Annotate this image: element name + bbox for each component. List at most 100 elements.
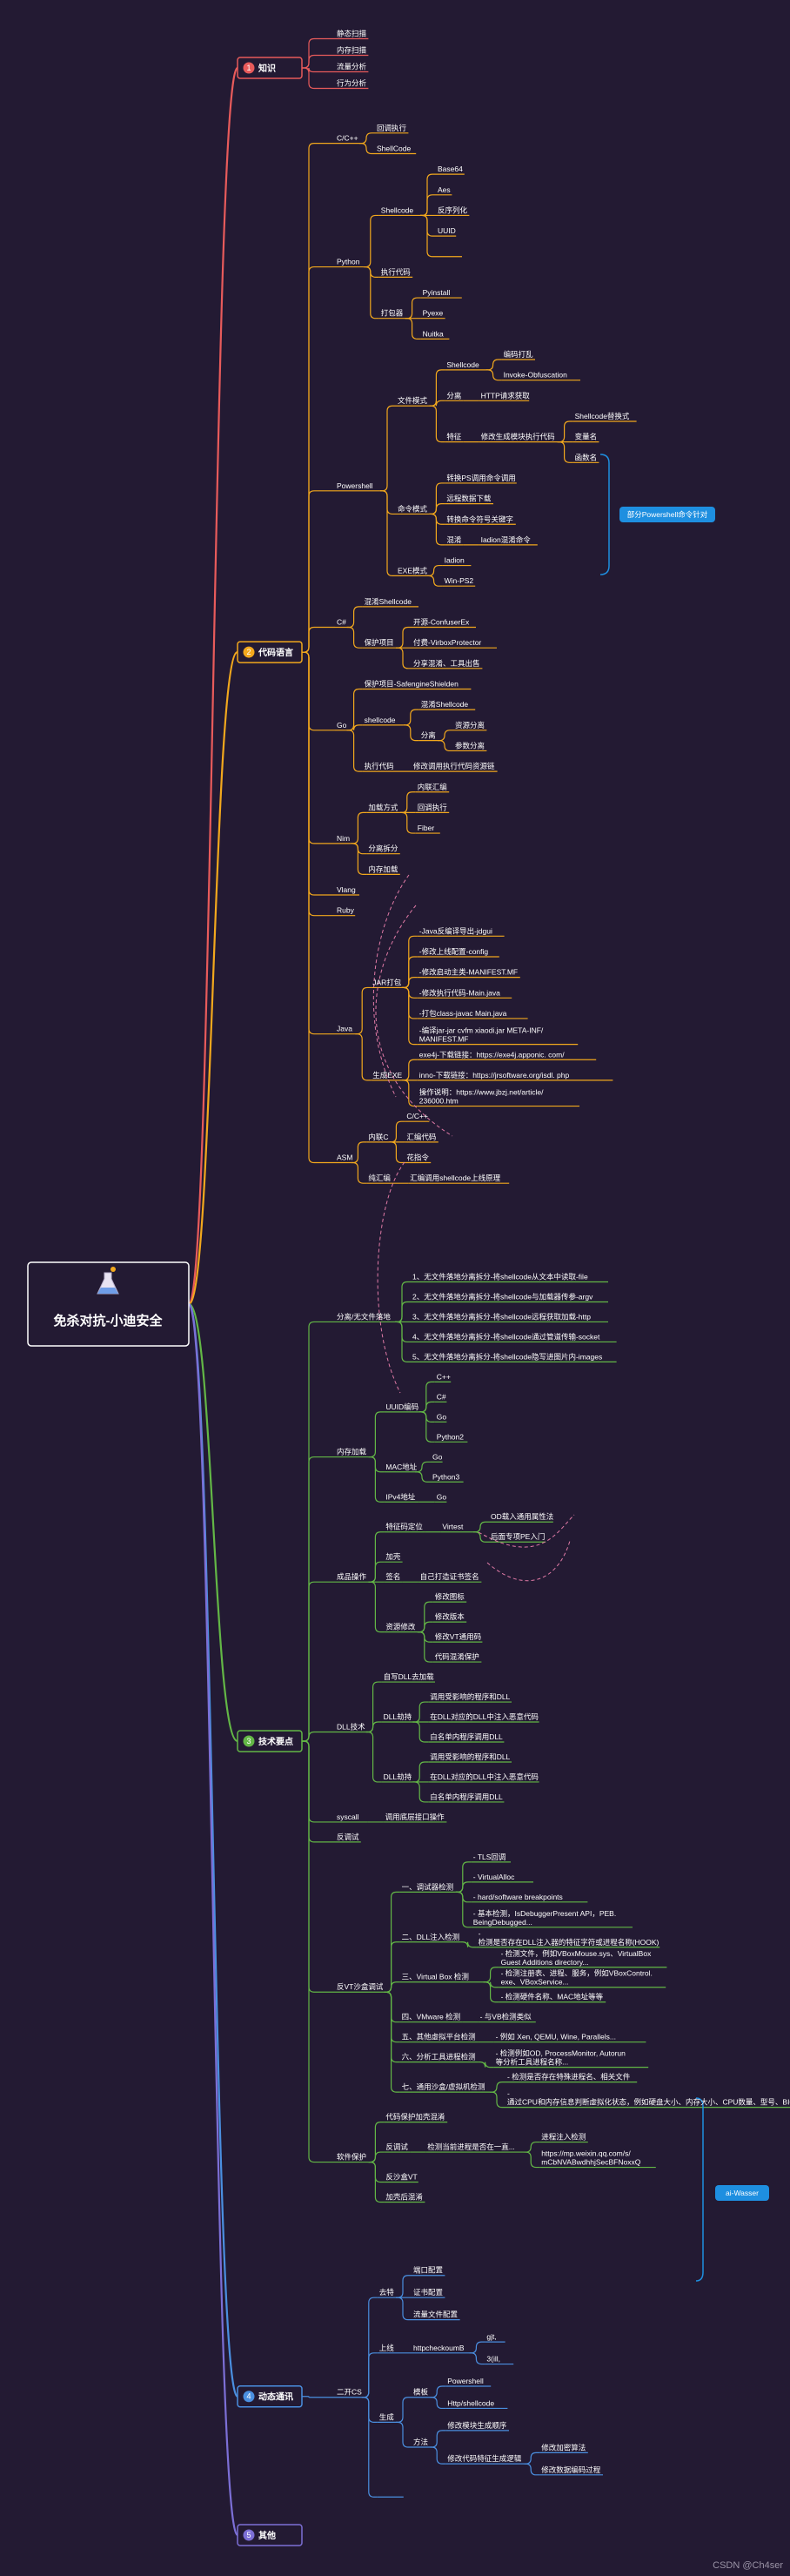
node-python2-94: Python2 [437, 1432, 464, 1441]
node-node-158: 证书配置 [413, 2288, 444, 2297]
node-node-58: 回调执行 [418, 803, 448, 811]
connector [380, 490, 396, 515]
node-nuitka-18: Nuitka [423, 329, 444, 338]
node-mac-137: - 检测硬件名称、MAC地址等等 [501, 1993, 604, 2001]
section-number-badge [243, 2391, 255, 2403]
node-dll-115: DLL劫持 [384, 1712, 412, 1721]
connector [401, 986, 418, 999]
node-node-107: 自己打造证书签名 [420, 1572, 479, 1581]
connector [302, 37, 335, 69]
node-virtual-box-134: 三、Virtual Box 检测 [402, 1973, 469, 1981]
node-syscall-123: syscall [337, 1813, 359, 1821]
connector [401, 986, 418, 1046]
node-node-156: 去特 [379, 2288, 395, 2297]
connector [429, 513, 445, 525]
node-c-91: C++ [437, 1372, 451, 1381]
node-node-0: 静态扫描 [337, 30, 367, 38]
connector [365, 1721, 382, 1733]
connector [302, 651, 335, 917]
node-java-64: Java [337, 1025, 352, 1033]
node-shellcode-48: shellcode [365, 716, 396, 724]
node-isdebuggerpresent-api-peb-beingdebugged-131: - 基本检测，IsDebuggerPresent API，PEB.BeingDe… [473, 1909, 616, 1927]
connector [380, 490, 396, 576]
connector [401, 1059, 418, 1081]
connector [346, 626, 363, 649]
connector [396, 626, 412, 649]
connector [368, 1581, 385, 1633]
connector [415, 1471, 431, 1483]
connector [460, 1941, 477, 1948]
node-shellcode-49: 混淆Shellcode [421, 700, 469, 709]
connector [384, 1991, 400, 2063]
node-node-3: 行为分析 [337, 79, 367, 88]
node-dll-hook-133: -检测是否存在DLL注入器的特征字符或进程名称(HOOK) [479, 1929, 659, 1947]
node-win-ps2-39: Win-PS2 [445, 576, 474, 585]
node-vt-126: 反VT沙盒调试 [337, 1982, 384, 1991]
connector [420, 214, 436, 258]
branch-line [187, 1302, 239, 2537]
connector [346, 688, 363, 731]
node-shellcode-82: 汇编调用shellcode上线原理 [410, 1174, 500, 1182]
node-node-22: 编码打乱 [504, 350, 534, 359]
connector [363, 266, 379, 279]
connector [302, 1731, 335, 1742]
node-httpcheckoumb-161: httpcheckoumB [413, 2344, 465, 2352]
connector [557, 420, 573, 443]
node-node-60: 分离拆分 [368, 844, 398, 853]
section-number: 3 [246, 1737, 251, 1745]
connector [426, 564, 443, 576]
node-node-157: 端口配置 [413, 2266, 444, 2275]
dashed-link [377, 1161, 405, 1394]
connector [412, 1761, 429, 1783]
connector [368, 1456, 385, 1503]
node-node-169: 修改模块生成顺序 [447, 2421, 507, 2430]
node-shellcode-28: Shellcode替换式 [575, 412, 630, 420]
node-gjt-162: gjt, [486, 2332, 496, 2341]
section-label: 其他 [258, 2530, 276, 2541]
footer-watermark: CSDN @Ch4ser [713, 2560, 783, 2571]
node-node-89: 内存加载 [337, 1448, 367, 1456]
connector [401, 956, 418, 989]
node-vt-153: 反沙盒VT [385, 2173, 417, 2182]
node-shellcode-21: Shellcode [446, 360, 479, 369]
connector [483, 1981, 499, 2003]
connector [473, 1521, 489, 1533]
connector [368, 2151, 385, 2163]
connector [302, 651, 335, 844]
node-confuserex-43: 开源-ConfuserEx [413, 618, 470, 627]
node-node-20: 文件模式 [398, 396, 428, 405]
node-safengineshielden-47: 保护项目-SafengineShielden [365, 679, 459, 688]
node-manifest-mf-68: -修改启动主类-MANIFEST.MF [419, 968, 518, 977]
node-vboxcontrol-exe-vboxservice-136: - 检测注册表、进程、服务，例如VBoxControl.exe、VBoxServ… [501, 1969, 653, 1987]
node-exe-37: EXE模式 [398, 566, 428, 575]
connector [524, 2151, 540, 2169]
connector [469, 2352, 485, 2365]
connector [483, 1981, 499, 1988]
connector [302, 651, 335, 731]
section-number-badge [243, 2529, 255, 2541]
root-box [27, 1261, 190, 1347]
section-label: 技术要点 [258, 1736, 293, 1747]
connector [302, 651, 335, 896]
connector [302, 1456, 335, 1742]
node-node-80: 花指令 [406, 1153, 429, 1162]
node-node-172: 修改数据编码过程 [541, 2465, 601, 2474]
node-node-83: 分离/无文件落地 [337, 1312, 391, 1321]
node-node-106: 签名 [385, 1572, 400, 1581]
connector [430, 2446, 446, 2465]
connector [368, 1561, 385, 1583]
callout-text: ai-Wasser [726, 2189, 759, 2197]
node-c-c-4: C/C++ [337, 134, 358, 143]
connector [302, 1740, 335, 1843]
connector [384, 1991, 400, 2093]
node-uuid-90: UUID编码 [385, 1402, 418, 1411]
node-2-shellcode-argv-85: 2、无文件落地分离拆分-将shellcode与加载器传参-argv [412, 1292, 593, 1301]
connector [365, 1731, 382, 1783]
node-node-144: 七、通用沙盒/虚拟机检测 [402, 2082, 485, 2091]
section-3[interactable]: 3 技术要点 [237, 1730, 303, 1752]
